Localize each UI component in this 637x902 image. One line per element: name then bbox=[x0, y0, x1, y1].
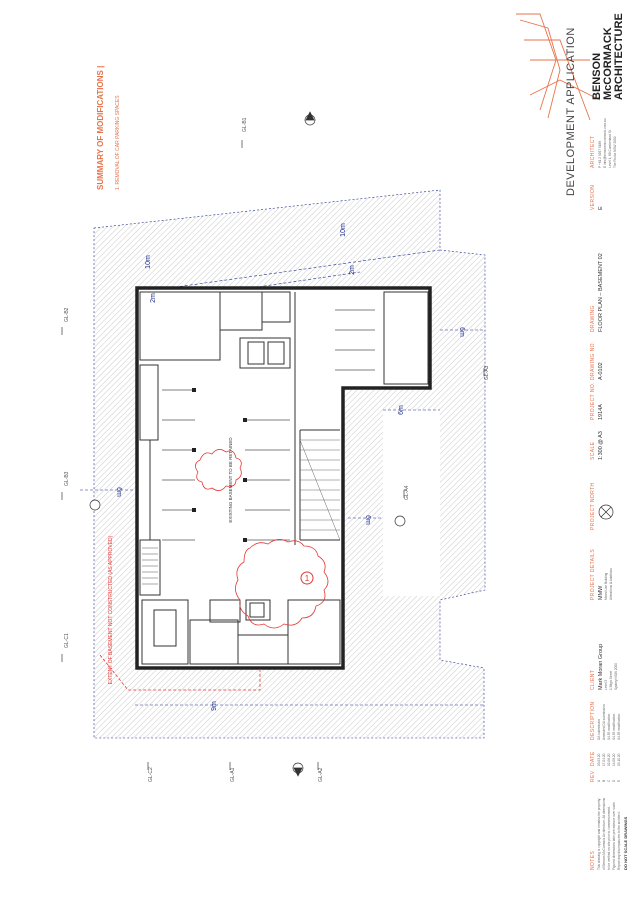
plan-annotation-edge: EXTENT OF BASEMENT NOT CONSTRUCTED (AS A… bbox=[108, 535, 114, 684]
drawing-no-label: DRAWING NO. bbox=[590, 341, 596, 380]
revision-header-date: DATE bbox=[590, 751, 596, 766]
revision-header-description: DESCRIPTION bbox=[590, 701, 596, 740]
scale-label: SCALE bbox=[590, 441, 596, 460]
stage-title: DEVELOPMENT APPLICATION bbox=[565, 27, 577, 196]
dimension-label: 9m bbox=[211, 701, 218, 711]
revision-date: 09.10.20 bbox=[617, 753, 621, 766]
svg-text:This drawing is copyright and: This drawing is copyright and remains th… bbox=[597, 798, 601, 870]
grid-label: GL-A4 bbox=[404, 485, 410, 500]
dimension-labels: 10m 10m 2m 2m 6m 6m 6m 6m 9m bbox=[115, 223, 465, 711]
basement-outline bbox=[135, 286, 432, 670]
dimension-label: 6m bbox=[364, 515, 371, 525]
svg-text:to be verified on site prior t: to be verified on site prior to commence… bbox=[607, 806, 611, 870]
grid-label: GL-B3 bbox=[64, 471, 70, 486]
svg-text:McCORMACK: McCORMACK bbox=[602, 27, 614, 100]
parking-bays bbox=[162, 309, 375, 541]
grid-label: GL-A1 bbox=[230, 767, 236, 782]
summary-item: 1. REMOVAL OF CAR PARKING SPACES bbox=[115, 95, 121, 190]
grid-labels: GL-B1 GL-B2 GL-B3 GL-C1 GL-C2 GL-A1 GL-A… bbox=[64, 117, 490, 782]
svg-text:E info@bensonmccormack.com.au: E info@bensonmccormack.com.au bbox=[603, 118, 607, 168]
dimension-label: 10m bbox=[145, 255, 152, 269]
revision-description: S4.55 modification bbox=[617, 714, 621, 740]
columns bbox=[192, 388, 247, 542]
stair bbox=[142, 547, 158, 585]
version-value: E bbox=[598, 206, 604, 210]
grid-references bbox=[61, 140, 485, 770]
svg-text:Level 5: Level 5 bbox=[604, 679, 608, 690]
revision-cloud-1 bbox=[195, 449, 329, 629]
grid-label: GL-A2 bbox=[318, 767, 324, 782]
grid-label: GL-B2 bbox=[64, 307, 70, 322]
client-label: CLIENT bbox=[590, 670, 596, 690]
no-scale-note: DO NOT SCALE DRAWINGS bbox=[623, 816, 628, 870]
revision-description: Amended DA submission bbox=[602, 704, 606, 740]
drawing-value: FLOOR PLAN – BASEMENT 02 bbox=[598, 253, 604, 332]
north-label: PROJECT NORTH bbox=[590, 482, 596, 530]
drawing-no-value: A-0102 bbox=[598, 362, 604, 380]
revision-date: 03.03.20 bbox=[597, 753, 601, 766]
dimension-label: 6m bbox=[115, 487, 122, 497]
svg-text:Alterations & Additions: Alterations & Additions bbox=[609, 568, 613, 600]
grid-label: GL-A3 bbox=[484, 365, 490, 380]
revision-header-rev: REV bbox=[590, 770, 596, 782]
grid-label: GL-C2 bbox=[148, 767, 154, 782]
project-no-label: PROJECT NO. bbox=[590, 382, 596, 420]
svg-text:Report any discrepancies to th: Report any discrepancies to the architec… bbox=[617, 811, 621, 870]
summary-heading: SUMMARY OF MODIFICATIONS | bbox=[96, 66, 105, 190]
svg-text:of Benson McCormack Architectu: of Benson McCormack Architecture. All di… bbox=[602, 797, 606, 870]
svg-text:Figured dimensions take preced: Figured dimensions take precedence over … bbox=[612, 801, 616, 870]
grid-label: GL-B1 bbox=[242, 117, 248, 132]
revision-id: C bbox=[607, 779, 611, 782]
dimension-label: 2m bbox=[349, 265, 356, 275]
revision-description: S4.55 modification bbox=[607, 714, 611, 740]
revision-description: DA submission bbox=[597, 719, 601, 740]
revision-marker: 1 bbox=[300, 571, 314, 585]
project-no-value: 1914A bbox=[598, 404, 604, 420]
section-markers bbox=[89, 111, 406, 777]
notes: NOTES This drawing is copyright and rema… bbox=[590, 797, 628, 870]
revision-id: B bbox=[602, 780, 606, 782]
revision-id: D bbox=[612, 779, 616, 782]
revision-date: 14.08.20 bbox=[612, 753, 616, 766]
revision-date: 17.04.20 bbox=[602, 753, 606, 766]
dimension-label: 6m bbox=[458, 327, 465, 337]
svg-text:MMW: MMW bbox=[598, 585, 604, 600]
internal-walls bbox=[139, 291, 429, 665]
revision-id: A bbox=[597, 779, 601, 782]
revision-date: 02.06.20 bbox=[607, 753, 611, 766]
firm-logo bbox=[516, 13, 601, 121]
svg-text:Mixed Use Building: Mixed Use Building bbox=[604, 572, 608, 600]
plan-annotation-main: EXISTING BASEMENT TO BE RETAINED bbox=[228, 437, 233, 523]
scale-value: 1:300 @ A3 bbox=[598, 431, 604, 460]
version-label: VERSION bbox=[590, 185, 596, 210]
architect-label: ARCHITECT bbox=[590, 136, 596, 168]
drawing-label: DRAWING bbox=[590, 305, 596, 332]
extent-line bbox=[99, 654, 261, 691]
svg-text:Sydney NSW 2000: Sydney NSW 2000 bbox=[614, 663, 618, 690]
client-value: Mark Moran Group bbox=[598, 644, 604, 690]
title-block: ARCHITECT P +61 2 9267 5188 E info@benso… bbox=[590, 118, 618, 782]
dimension-label: 6m bbox=[398, 405, 405, 415]
svg-text:P +61 2 9267 5188: P +61 2 9267 5188 bbox=[598, 141, 602, 168]
north-icon bbox=[598, 504, 614, 520]
dimension-label: 2m bbox=[150, 293, 157, 303]
firm-name: BENSON McCORMACK ARCHITECTURE bbox=[591, 13, 625, 100]
svg-text:The Rocks NSW 2000: The Rocks NSW 2000 bbox=[613, 136, 617, 168]
dimension-label: 10m bbox=[340, 223, 347, 237]
svg-text:1 Bligh Street: 1 Bligh Street bbox=[609, 671, 613, 690]
revision-id: E bbox=[617, 780, 621, 782]
svg-text:BENSON: BENSON bbox=[591, 53, 603, 100]
project-details-label: PROJECT DETAILS bbox=[590, 549, 596, 600]
svg-text:Level 1, 88 Cumberland St: Level 1, 88 Cumberland St bbox=[608, 130, 612, 168]
revision-marker-label: 1 bbox=[305, 574, 310, 583]
notes-label: NOTES bbox=[590, 851, 596, 870]
ramp bbox=[299, 439, 341, 541]
grid-label: GL-C1 bbox=[64, 633, 70, 648]
svg-text:ARCHITECTURE: ARCHITECTURE bbox=[613, 13, 625, 100]
revision-description: S4.55 modification bbox=[612, 714, 616, 740]
